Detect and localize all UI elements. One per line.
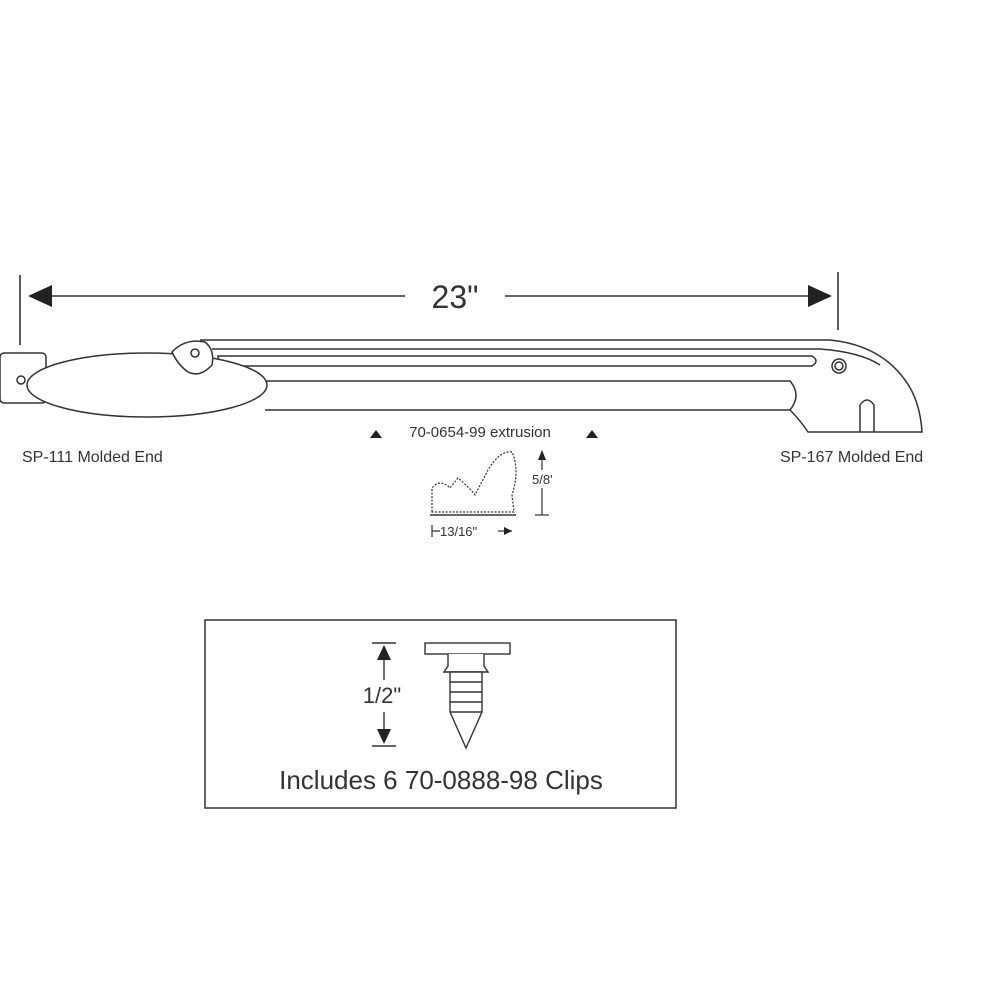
clip-height-arrow-down	[377, 729, 391, 744]
extrusion-marker-left	[370, 430, 382, 438]
left-molded-end	[26, 352, 268, 418]
clip-caption: Includes 6 70-0888-98 Clips	[279, 765, 603, 795]
clip-height-label: 1/2"	[363, 683, 401, 708]
width-arrow	[504, 527, 512, 535]
height-arrow	[538, 450, 546, 460]
overall-length-label: 23"	[432, 279, 479, 315]
left-end-label: SP-111 Molded End	[22, 449, 163, 466]
clip-drawing	[424, 642, 511, 750]
dimension-arrow-right	[808, 285, 832, 307]
weatherstrip-part	[0, 339, 923, 433]
extrusion-profile	[430, 451, 517, 516]
extrusion-label: 70-0654-99 extrusion	[409, 424, 551, 441]
profile-width-label: 13/16"	[440, 524, 478, 539]
profile-height-label: 5/8'	[532, 472, 553, 487]
dimension-arrow-left	[28, 285, 52, 307]
extrusion-marker-right	[586, 430, 598, 438]
right-molded-end	[859, 399, 875, 432]
right-end-label: SP-167 Molded End	[780, 449, 923, 466]
clip-height-arrow-up	[377, 645, 391, 660]
